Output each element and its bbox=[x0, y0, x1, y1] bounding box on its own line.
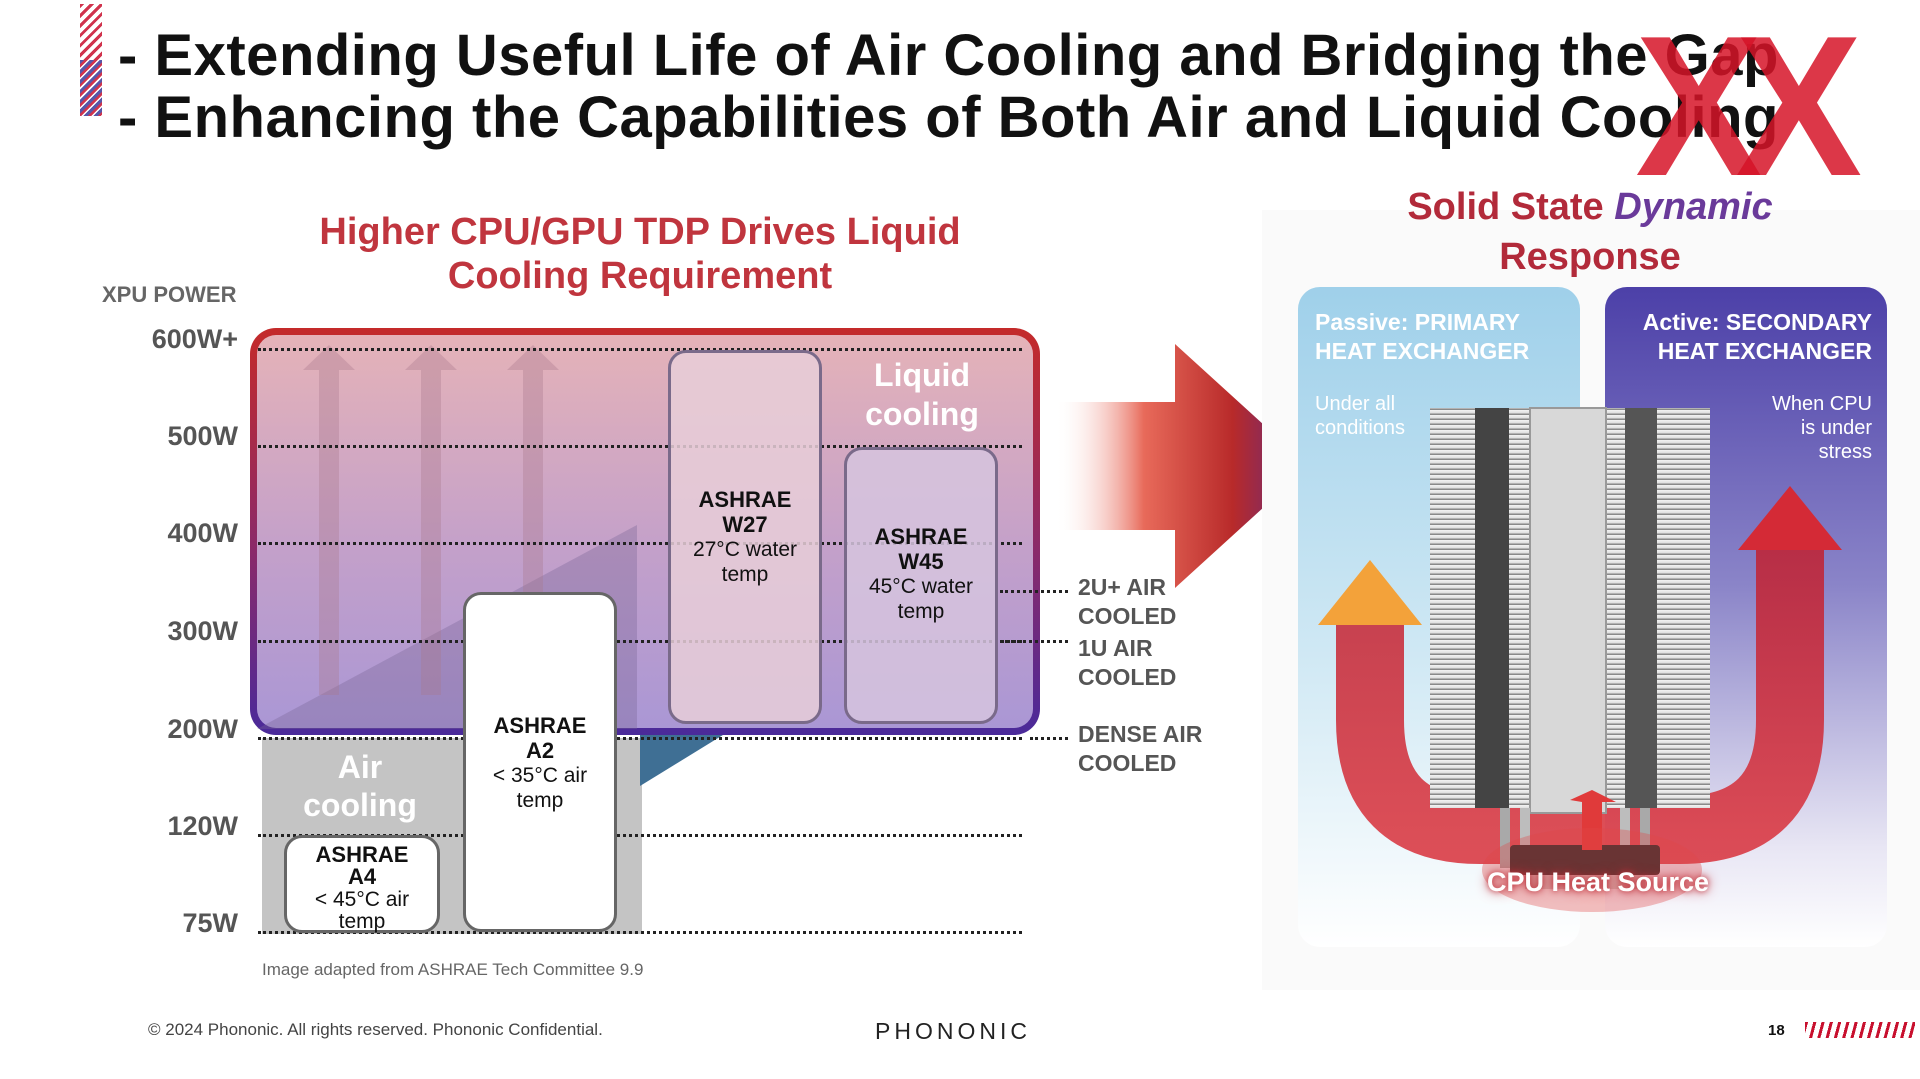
gridline-400 bbox=[258, 542, 1022, 545]
gridline-120 bbox=[258, 834, 1022, 837]
y-tick-400: 400W bbox=[167, 518, 238, 548]
footer-copyright: © 2024 Phononic. All rights reserved. Ph… bbox=[148, 1020, 603, 1039]
label-2u-air-cooled: 2U+ AIR COOLED bbox=[1078, 574, 1177, 629]
gridline-500 bbox=[258, 445, 1022, 448]
passive-subtitle: Under all conditions bbox=[1315, 393, 1406, 439]
page-number: 18 bbox=[1768, 1022, 1785, 1039]
slide-title-line-1: - Extending Useful Life of Air Cooling a… bbox=[118, 23, 1779, 88]
y-tick-500: 500W bbox=[167, 421, 238, 451]
y-tick-120: 120W bbox=[167, 811, 238, 841]
y-tick-300: 300W bbox=[167, 616, 238, 646]
transition-arrow-icon bbox=[1055, 344, 1309, 588]
ashrae-w45-box: ASHRAE W45 45°C water temp bbox=[844, 447, 998, 724]
air-cooling-label: Air cooling bbox=[303, 749, 417, 823]
right-title: Solid State Dynamic Response bbox=[1407, 186, 1773, 278]
footer-hatch-decoration bbox=[1805, 1022, 1915, 1038]
source-note: Image adapted from ASHRAE Tech Committee… bbox=[262, 960, 644, 979]
active-subtitle: When CPU is under stress bbox=[1771, 393, 1872, 463]
ashrae-w27-box: ASHRAE W27 27°C water temp bbox=[668, 350, 822, 724]
gridline-75 bbox=[258, 931, 1022, 934]
gridline-2u bbox=[1000, 590, 1068, 593]
liquid-cooling-label: Liquid cooling bbox=[865, 357, 979, 432]
gridline-dense bbox=[1030, 737, 1068, 740]
cpu-cooler-graphic bbox=[1318, 407, 1842, 912]
label-dense-air-cooled: DENSE AIR COOLED bbox=[1078, 721, 1203, 776]
y-tick-75: 75W bbox=[182, 908, 238, 938]
left-diagram-title: Higher CPU/GPU TDP Drives Liquid Cooling… bbox=[300, 210, 980, 298]
watermark-logo: XX bbox=[1635, 0, 1862, 218]
label-1u-air-cooled: 1U AIR COOLED bbox=[1078, 635, 1177, 690]
header-hatch-decoration bbox=[80, 4, 102, 116]
y-axis-title: XPU POWER bbox=[102, 282, 237, 307]
y-tick-200: 200W bbox=[167, 714, 238, 744]
ashrae-a4-box: ASHRAE A4 < 45°C air temp bbox=[284, 835, 440, 933]
y-tick-600: 600W+ bbox=[151, 324, 238, 354]
gridline-1u bbox=[1000, 640, 1068, 643]
slide-title-line-2: - Enhancing the Capabilities of Both Air… bbox=[118, 85, 1779, 150]
gridline-200 bbox=[258, 737, 1022, 740]
gridline-600 bbox=[258, 348, 1022, 351]
gridline-300 bbox=[258, 640, 1022, 643]
footer-brand-logo: PHONONIC bbox=[875, 1018, 1031, 1044]
cpu-heat-source-label: CPU Heat Source bbox=[1486, 867, 1710, 897]
passive-title: Passive: PRIMARY HEAT EXCHANGER bbox=[1315, 309, 1530, 364]
left-title-line-2: Cooling Requirement bbox=[447, 255, 833, 297]
left-title-line-1: Higher CPU/GPU TDP Drives Liquid bbox=[319, 211, 961, 253]
active-title: Active: SECONDARY HEAT EXCHANGER bbox=[1642, 309, 1872, 364]
ashrae-a2-box: ASHRAE A2 < 35°C air temp bbox=[463, 592, 617, 932]
